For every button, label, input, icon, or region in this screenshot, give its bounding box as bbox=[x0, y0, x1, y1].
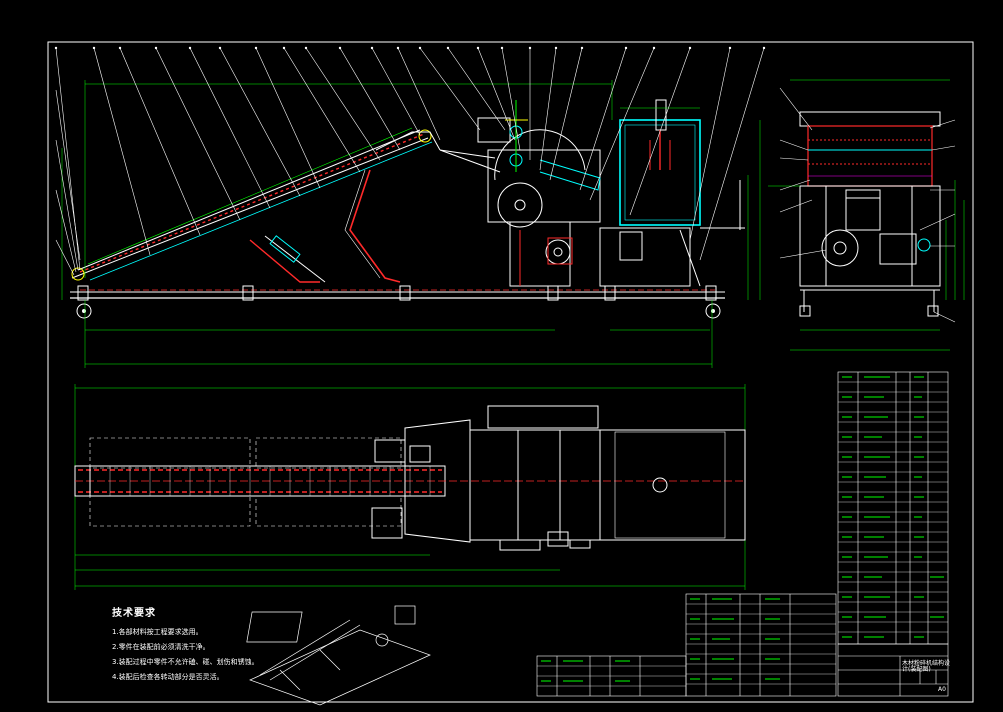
drawing-border bbox=[47, 41, 974, 703]
title-block-drawing-no: A0 bbox=[938, 686, 946, 693]
isometric-view bbox=[246, 605, 431, 706]
parts-list-table-3 bbox=[536, 655, 687, 697]
technical-notes: 技术要求 1.各部材料按工程要求选用。 2.零件在装配前必须清洗干净。 3.装配… bbox=[112, 604, 332, 685]
front-view bbox=[54, 46, 766, 368]
notes-line-3: 3.装配过程中零件不允许磕、碰、划伤和锈蚀。 bbox=[112, 658, 259, 666]
parts-list-table-2 bbox=[685, 593, 837, 697]
wheel-right bbox=[705, 303, 721, 319]
plan-view bbox=[74, 384, 746, 590]
wheel-left bbox=[76, 303, 92, 319]
notes-line-4: 4.装配后检查各转动部分是否灵活。 bbox=[112, 673, 224, 681]
title-block-name-1: 木材粉碎机结构设 bbox=[902, 660, 951, 667]
parts-list-table bbox=[837, 371, 949, 645]
notes-title: 技术要求 bbox=[112, 608, 156, 619]
notes-line-2: 2.零件在装配前必须清洗干净。 bbox=[112, 643, 210, 651]
drive-pulley bbox=[545, 239, 571, 265]
title-block-name-2: 计(装配图) bbox=[902, 666, 931, 673]
title-block bbox=[837, 643, 949, 697]
discharge-bin bbox=[619, 119, 701, 226]
plan-shaft-circle bbox=[652, 477, 668, 493]
side-view bbox=[768, 79, 965, 351]
notes-line-1: 1.各部材料按工程要求选用。 bbox=[112, 628, 203, 636]
